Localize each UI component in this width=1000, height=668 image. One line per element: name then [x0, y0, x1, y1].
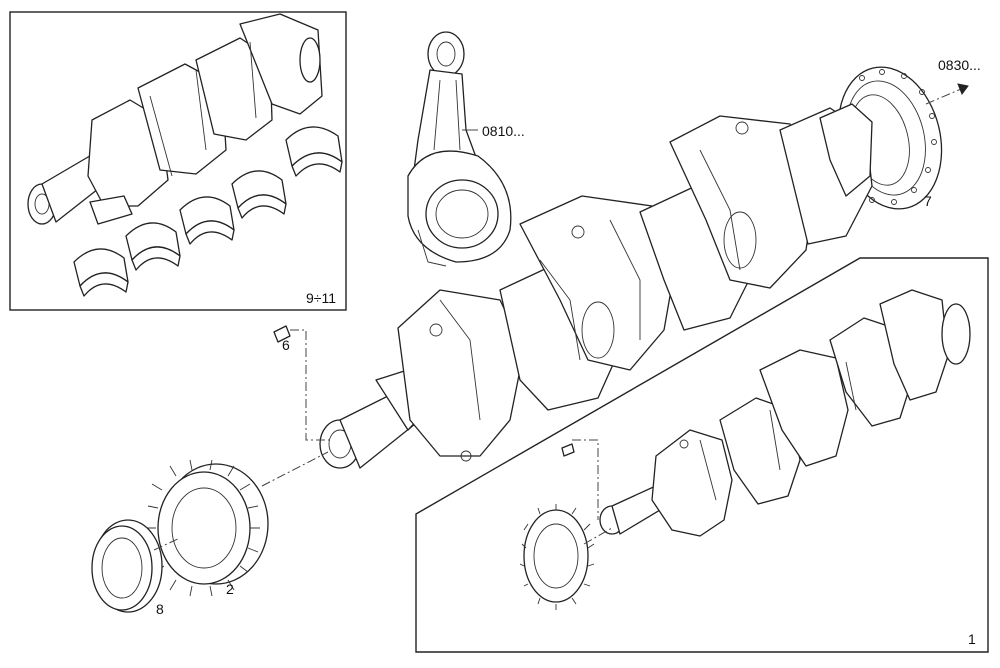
- axis-main: [153, 451, 329, 551]
- bearing-shell: [125, 222, 181, 271]
- bearing-shell: [231, 170, 287, 219]
- label-flywheel-ref: 0830...: [938, 57, 981, 73]
- assembly-box: 1: [415, 257, 989, 653]
- label-gear: 2: [226, 581, 234, 597]
- bearing-shell: [73, 248, 129, 297]
- front-seal: [91, 519, 163, 613]
- bearings-inset: 9÷11: [9, 11, 347, 311]
- label-seal-front: 8: [156, 601, 164, 617]
- assembly-gear: [519, 504, 595, 610]
- arrow-flywheel: [957, 83, 969, 96]
- label-conrod-ref: 0810...: [482, 123, 525, 139]
- assembly-crankshaft: [599, 289, 971, 537]
- bearing-shell: [285, 126, 343, 177]
- crank-gear: [146, 459, 269, 597]
- connecting-rod: [407, 31, 512, 267]
- bearing-shells: [73, 126, 343, 297]
- label-bearings: 9÷11: [306, 290, 336, 306]
- label-assembly: 1: [968, 631, 976, 647]
- assembly-pin: [561, 443, 575, 457]
- inset-crankshaft: [27, 13, 323, 225]
- label-seal-rear: 7: [924, 193, 932, 209]
- axis-pin: [290, 329, 330, 441]
- label-pin: 6: [282, 337, 290, 353]
- pin: [273, 325, 291, 343]
- main-crankshaft: [319, 103, 873, 469]
- bearing-shell: [179, 196, 235, 245]
